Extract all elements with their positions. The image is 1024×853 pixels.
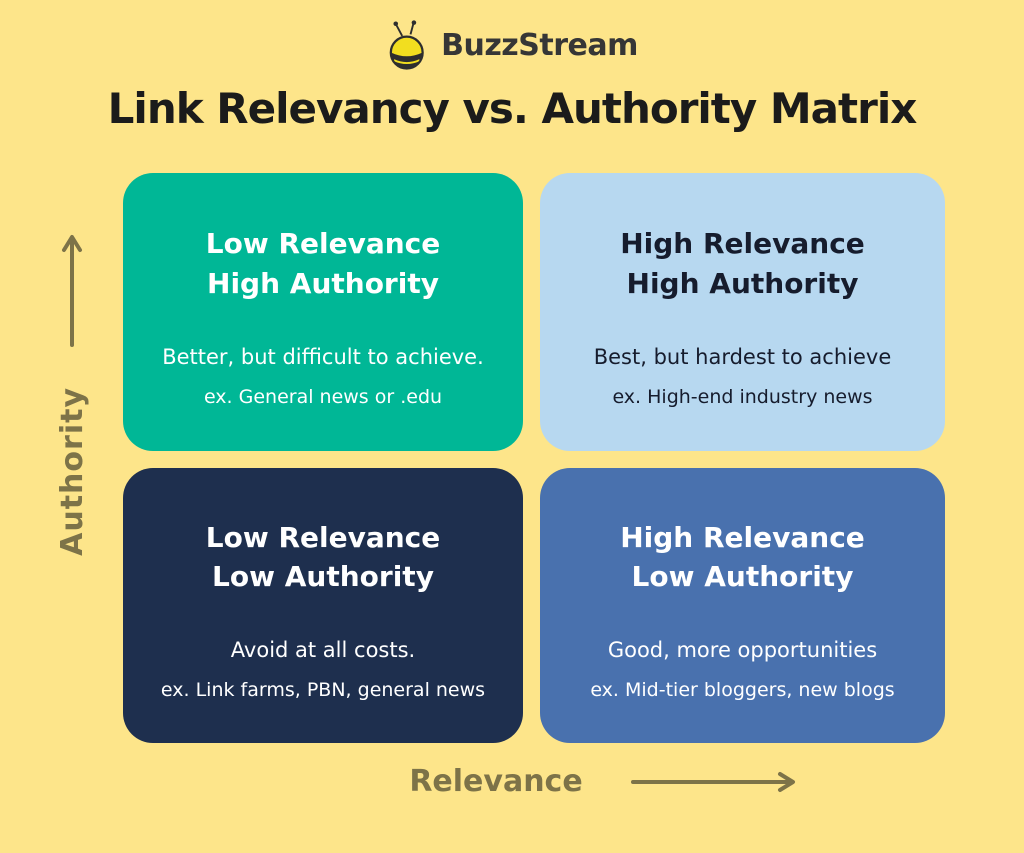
quadrant-heading: High Relevance Low Authority <box>620 518 865 596</box>
x-axis-label: Relevance <box>409 764 583 799</box>
relevance-axis: Relevance <box>193 764 1015 799</box>
quadrant-heading-line2: High Authority <box>207 266 439 300</box>
quadrant-description: Best, but hardest to achieve <box>593 344 892 369</box>
quadrant-heading: Low Relevance Low Authority <box>206 518 441 596</box>
quadrant-low-relevance-high-authority: Low Relevance High Authority Better, but… <box>123 173 523 451</box>
quadrant-example: ex. Mid-tier bloggers, new blogs <box>590 679 895 702</box>
buzzstream-logo: BuzzStream <box>0 20 1024 70</box>
authority-axis: Authority <box>12 173 132 743</box>
matrix-grid: Low Relevance High Authority Better, but… <box>123 173 945 743</box>
quadrant-heading-line2: Low Authority <box>212 560 434 593</box>
quadrant-heading-line1: High Relevance <box>620 520 865 554</box>
quadrant-example: ex. Link farms, PBN, general news <box>160 679 486 702</box>
y-axis-label: Authority <box>54 387 90 556</box>
quadrant-example: ex. General news or .edu <box>203 385 443 408</box>
quadrant-heading-line1: Low Relevance <box>205 227 441 261</box>
brand-name: BuzzStream <box>441 27 638 63</box>
quadrant-description: Good, more opportunities <box>607 638 878 663</box>
arrow-right-icon <box>630 771 795 792</box>
quadrant-low-relevance-low-authority: Low Relevance Low Authority Avoid at all… <box>123 468 523 743</box>
quadrant-heading-line2: Low Authority <box>631 560 854 593</box>
quadrant-heading-line1: High Relevance <box>620 227 865 261</box>
quadrant-heading: High Relevance High Authority <box>620 224 865 302</box>
quadrant-high-relevance-low-authority: High Relevance Low Authority Good, more … <box>540 468 945 743</box>
arrow-up-icon <box>62 235 82 347</box>
quadrant-example: ex. High-end industry news <box>612 385 873 408</box>
page-title: Link Relevancy vs. Authority Matrix <box>107 84 918 133</box>
bee-icon <box>389 20 424 70</box>
quadrant-high-relevance-high-authority: High Relevance High Authority Best, but … <box>540 173 945 451</box>
quadrant-heading-line2: High Authority <box>626 266 859 300</box>
quadrant-description: Avoid at all costs. <box>230 638 416 663</box>
quadrant-heading-line1: Low Relevance <box>205 520 441 554</box>
quadrant-heading: Low Relevance High Authority <box>206 224 441 302</box>
quadrant-description: Better, but difficult to achieve. <box>162 344 484 369</box>
